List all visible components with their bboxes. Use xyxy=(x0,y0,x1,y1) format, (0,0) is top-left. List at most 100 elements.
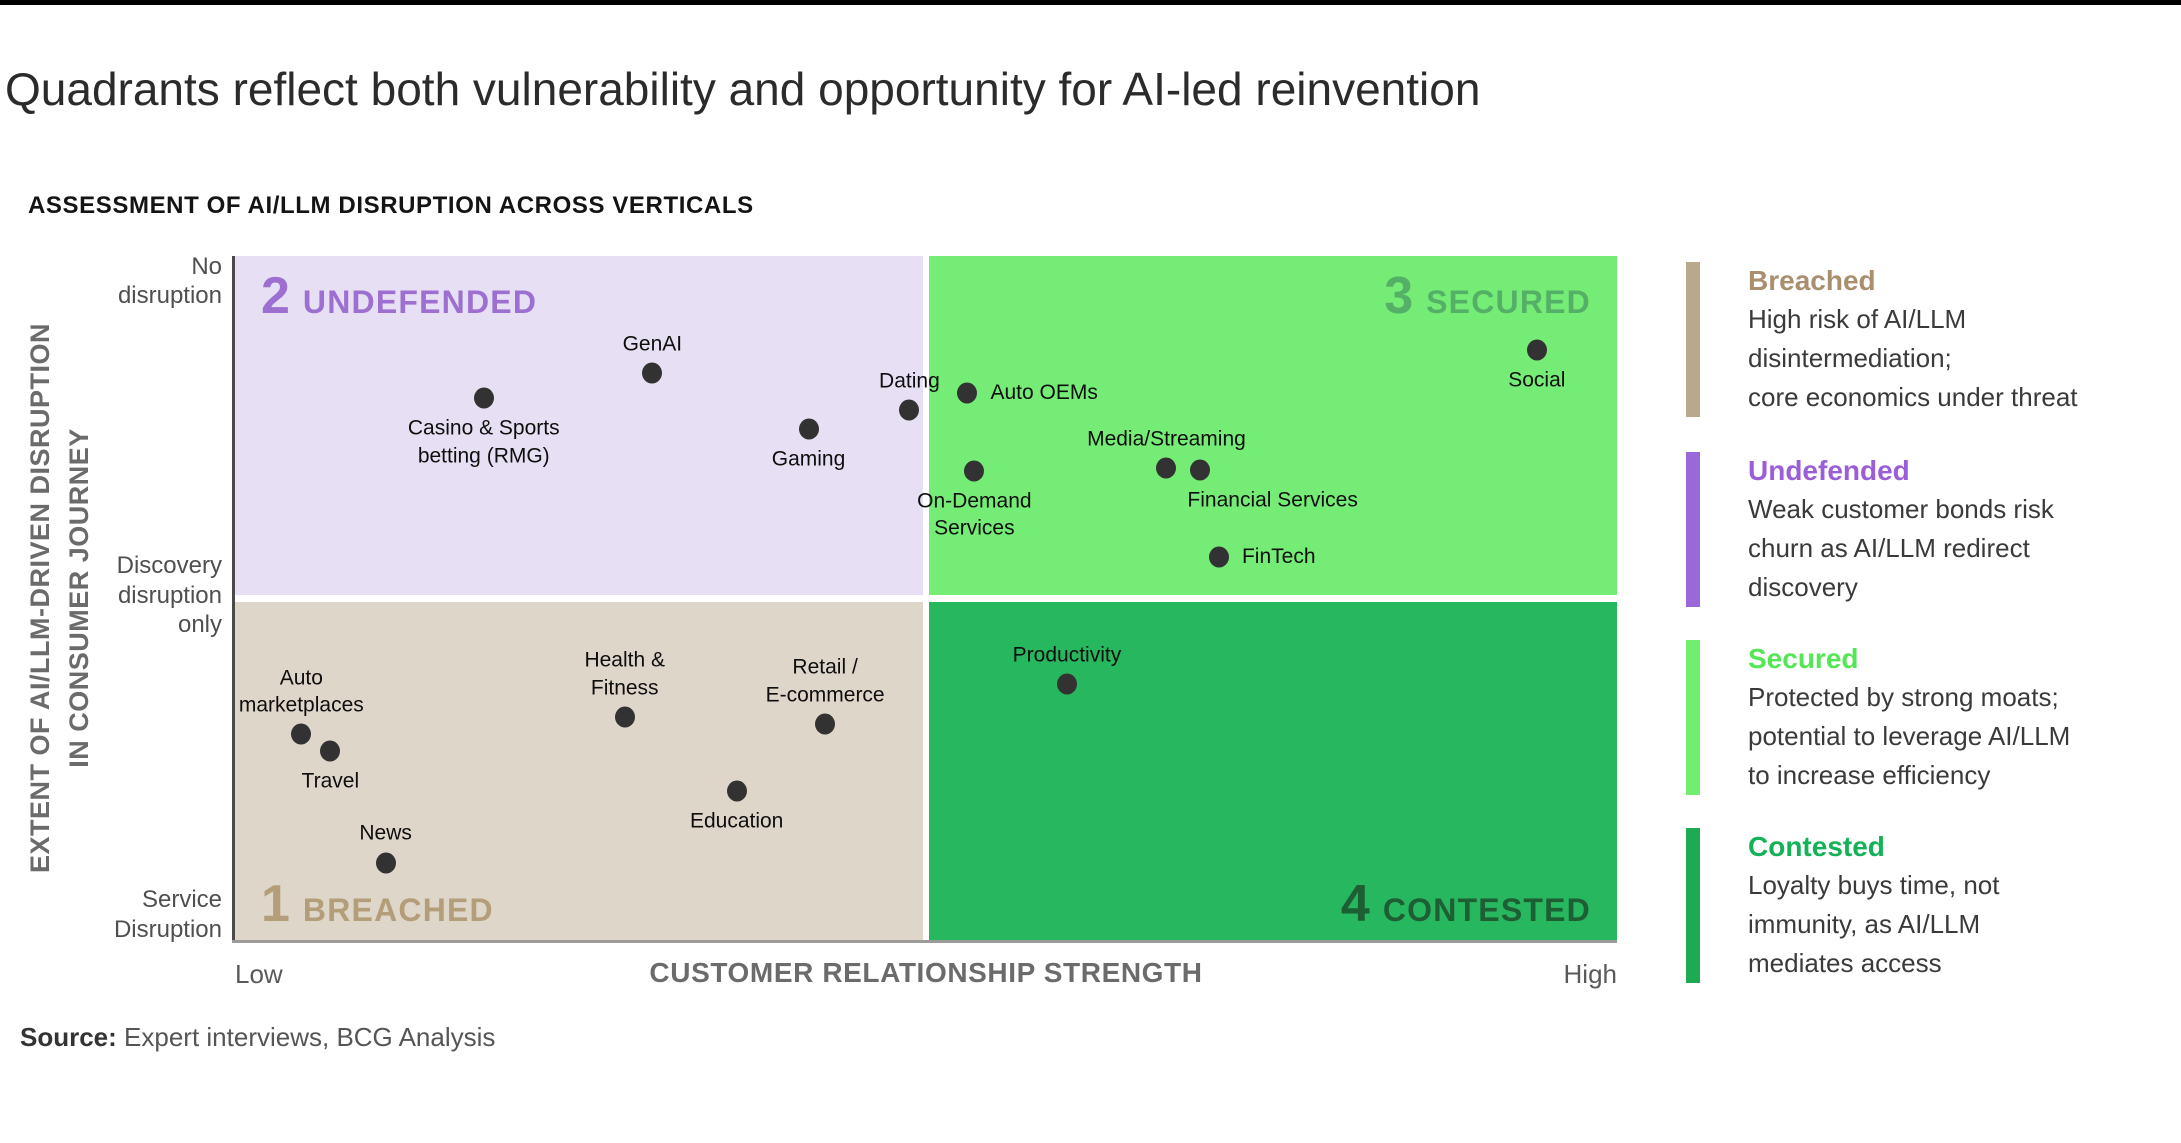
data-point-health-fitness: Health &Fitness xyxy=(584,649,665,728)
quadrant-secured: 3 SECURED xyxy=(928,256,1617,595)
legend-title: Contested xyxy=(1748,831,1885,862)
page-title: Quadrants reflect both vulnerability and… xyxy=(5,63,1481,115)
point-dot xyxy=(1156,457,1177,479)
point-dot xyxy=(964,460,985,482)
point-dot xyxy=(726,780,747,802)
point-dot xyxy=(375,852,396,874)
legend-color-bar xyxy=(1686,262,1700,417)
point-label: Education xyxy=(689,809,784,833)
point-dot xyxy=(798,418,819,440)
quadrant-heading-breached: 1 BREACHED xyxy=(261,878,494,930)
legend-description-line: Loyalty buys time, not xyxy=(1748,869,2000,900)
point-dot xyxy=(1189,459,1210,481)
legend-description-line: core economics under threat xyxy=(1748,381,2078,412)
point-dot xyxy=(899,399,920,421)
point-label: Financial Services xyxy=(1187,488,1358,512)
point-dot xyxy=(815,713,836,735)
point-dot xyxy=(320,740,341,762)
data-point-fintech: FinTech xyxy=(1208,545,1316,568)
quadrant-contested: 4 CONTESTED xyxy=(928,601,1617,940)
legend-description-line: immunity, as AI/LLM xyxy=(1748,908,1981,939)
point-label: Social xyxy=(1508,368,1566,392)
source-text: Expert interviews, BCG Analysis xyxy=(116,1022,496,1052)
point-dot xyxy=(1056,673,1077,695)
data-point-education: Education xyxy=(690,780,783,832)
legend-color-bar xyxy=(1686,452,1700,607)
data-point-news: News xyxy=(359,822,412,874)
legend-description-line: Protected by strong moats; xyxy=(1748,681,2059,712)
point-dot xyxy=(473,387,494,409)
quadrant-number: 1 xyxy=(261,875,290,933)
data-point-gaming: Gaming xyxy=(772,418,845,471)
x-axis-max-label: High xyxy=(1563,959,1617,989)
legend-description-line: disintermediation; xyxy=(1748,342,1952,373)
quadrant-number: 4 xyxy=(1340,875,1370,933)
point-dot xyxy=(291,723,312,745)
quadrant-name: CONTESTED xyxy=(1382,892,1591,928)
point-label: Productivity xyxy=(1012,643,1122,667)
quadrant-number: 2 xyxy=(261,267,290,325)
point-label: Retail /E-commerce xyxy=(765,655,885,707)
point-label: GenAI xyxy=(622,332,683,356)
legend-description-line: potential to leverage AI/LLM xyxy=(1748,720,2071,751)
quadrant-heading-contested: 4 CONTESTED xyxy=(1341,878,1591,930)
legend-description-line: to increase efficiency xyxy=(1748,759,1991,790)
data-point-productivity: Productivity xyxy=(1013,643,1121,695)
point-label: Health &Fitness xyxy=(584,648,665,700)
data-point-retail-e-commerce: Retail /E-commerce xyxy=(766,656,885,735)
x-axis-title: CUSTOMER RELATIONSHIP STRENGTH xyxy=(649,957,1203,988)
point-dot xyxy=(1526,339,1547,361)
quadrant-name: SECURED xyxy=(1426,284,1591,320)
x-axis-labels: Low CUSTOMER RELATIONSHIP STRENGTH High xyxy=(235,955,1617,995)
legend-title: Breached xyxy=(1748,265,1876,296)
point-dot xyxy=(1208,546,1229,568)
quadrant-chart: 2 UNDEFENDED 3 SECURED 1 BREACHED 4 CONT… xyxy=(114,253,1617,943)
quadrant-heading-undefended: 2 UNDEFENDED xyxy=(261,270,537,322)
point-dot xyxy=(957,382,978,404)
source-note: Source: Expert interviews, BCG Analysis xyxy=(20,1022,495,1053)
data-point-social: Social xyxy=(1508,339,1565,391)
legend-description-line: Weak customer bonds risk xyxy=(1748,493,2054,524)
point-label: News xyxy=(359,821,412,845)
point-label: Auto OEMs xyxy=(990,381,1098,405)
point-label: Travel xyxy=(301,769,360,793)
chart-subtitle: ASSESSMENT OF AI/LLM DISRUPTION ACROSS V… xyxy=(28,192,754,219)
legend-title: Undefended xyxy=(1748,455,1910,486)
quadrant-name: BREACHED xyxy=(302,892,494,928)
point-dot xyxy=(614,706,635,728)
legend-color-bar xyxy=(1686,640,1700,795)
quadrant-name: UNDEFENDED xyxy=(302,284,538,320)
data-point-financial-services: Financial Services xyxy=(1187,459,1358,512)
quadrant-breached: 1 BREACHED xyxy=(235,601,923,940)
point-label: FinTech xyxy=(1241,545,1316,569)
data-point-dating: Dating xyxy=(879,369,940,421)
point-label: Gaming xyxy=(771,447,846,471)
top-black-bar xyxy=(0,0,2181,5)
x-axis-min-label: Low xyxy=(235,959,283,989)
data-point-travel: Travel xyxy=(302,740,359,793)
legend-description-line: High risk of AI/LLM xyxy=(1748,303,1967,334)
legend-title: Secured xyxy=(1748,643,1859,674)
x-axis-line xyxy=(232,940,1617,943)
legend-description-line: churn as AI/LLM redirect xyxy=(1748,532,2030,563)
data-point-genai: GenAI xyxy=(623,332,682,384)
quadrant-heading-secured: 3 SECURED xyxy=(1384,270,1591,322)
legend-description-line: discovery xyxy=(1748,571,1858,602)
